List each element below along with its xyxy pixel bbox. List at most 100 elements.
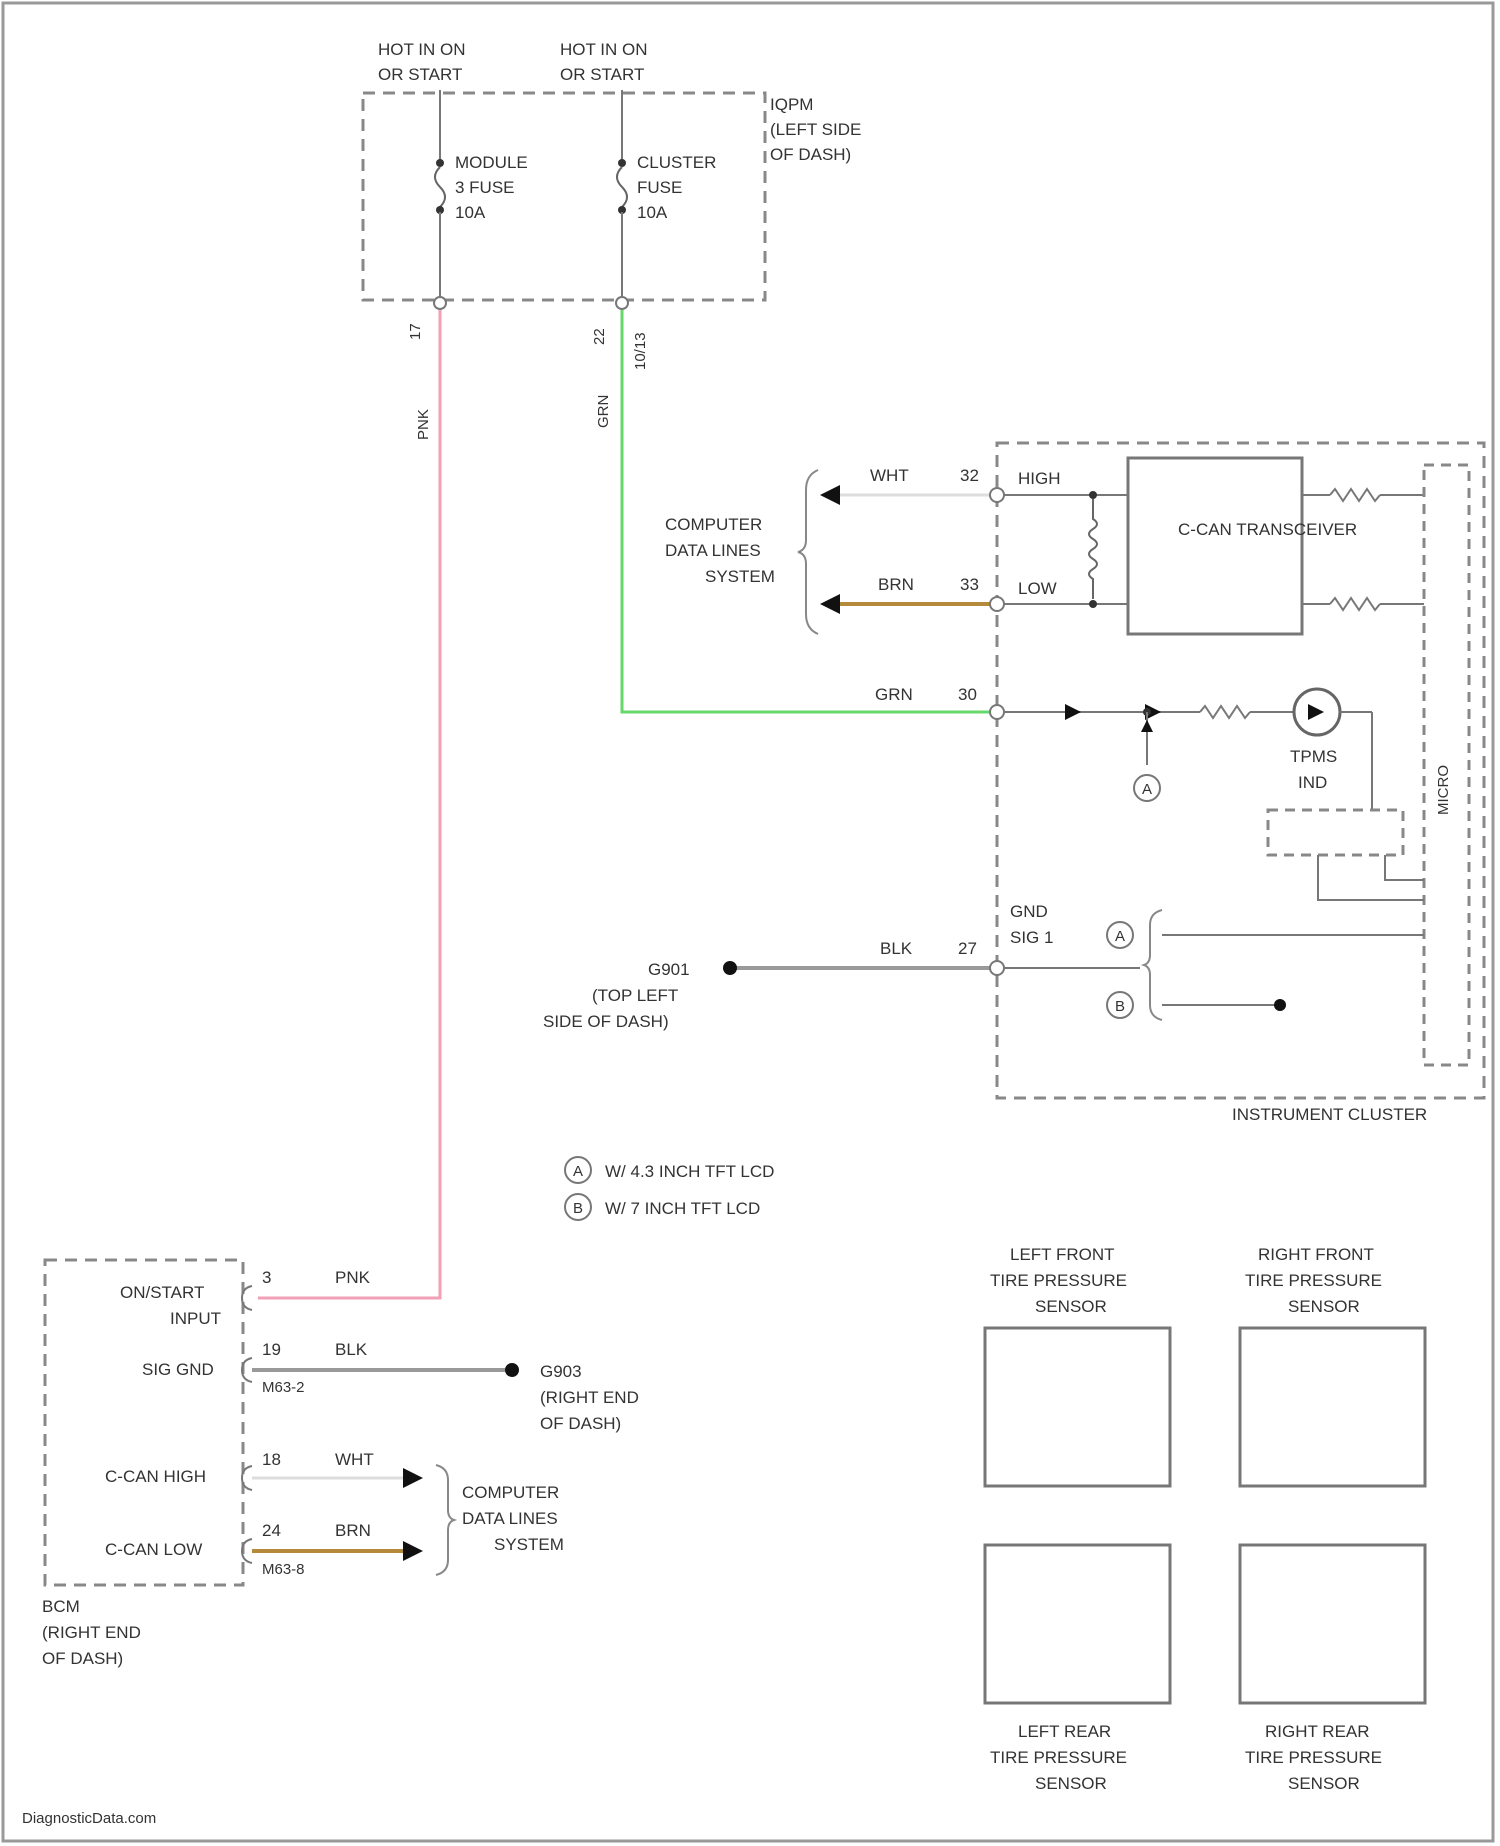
data-lines-top-brace <box>798 470 818 634</box>
fuse2-symbol <box>617 167 627 207</box>
ipdm-feed2-line2: OR START <box>560 65 644 84</box>
data-lines-bottom-line3: SYSTEM <box>494 1535 564 1554</box>
legend: A W/ 4.3 INCH TFT LCD B W/ 7 INCH TFT LC… <box>565 1157 774 1220</box>
micro-dashed-box <box>1424 465 1469 1065</box>
ipdm-pin2-sub-label: 10/13 <box>632 332 649 370</box>
data-lines-top-line3: SYSTEM <box>705 567 775 586</box>
fuse1-label-line3: 10A <box>455 203 486 222</box>
gnd-option-b-dot <box>1274 999 1286 1011</box>
tpms-driver-box <box>1268 810 1403 855</box>
tpms-label-line2: IND <box>1298 773 1327 792</box>
rr-sensor-box <box>1240 1545 1425 1703</box>
bcm-onstart-pin: 3 <box>262 1268 271 1287</box>
blk-top-pin: 27 <box>958 939 977 958</box>
ipdm-pin1-connector <box>434 297 446 309</box>
g903-label-line2: (RIGHT END <box>540 1388 639 1407</box>
g901-ground-dot <box>723 961 737 975</box>
tpms-resistor <box>1200 706 1250 718</box>
cluster-pin-32 <box>990 488 1004 502</box>
bcm-onstart-wire: PNK <box>335 1268 371 1287</box>
fuse1-label-line2: 3 FUSE <box>455 178 515 197</box>
fuse1-symbol <box>435 167 445 207</box>
bcm-title-line1: BCM <box>42 1597 80 1616</box>
bcm-block: BCM (RIGHT END OF DASH) ON/START INPUT 3… <box>42 1260 519 1668</box>
bcm-ccan-high-connector <box>242 1466 252 1490</box>
wht-top-arrow <box>820 485 840 505</box>
grn-horizontal-pin: 30 <box>958 685 977 704</box>
ipdm-block: HOT IN ON OR START HOT IN ON OR START IQ… <box>363 40 861 370</box>
bcm-onstart-line2: INPUT <box>170 1309 221 1328</box>
legend-a-text: W/ 4.3 INCH TFT LCD <box>605 1162 774 1181</box>
cluster-pin-33 <box>990 597 1004 611</box>
fuse2-label-line2: FUSE <box>637 178 682 197</box>
g901-label-line2: (TOP LEFT <box>592 986 678 1005</box>
fuse2-top-dot <box>618 159 626 167</box>
fuse1-top-dot <box>436 159 444 167</box>
data-lines-bottom-line2: DATA LINES <box>462 1509 558 1528</box>
data-lines-top: COMPUTER DATA LINES SYSTEM <box>665 470 818 634</box>
rf-sensor-line2: TIRE PRESSURE <box>1245 1271 1382 1290</box>
bcm-ccan-low-wire: BRN <box>335 1521 371 1540</box>
data-lines-bottom-brace <box>436 1465 454 1575</box>
gnd-label-line2: SIG 1 <box>1010 928 1053 947</box>
data-lines-bottom-line1: COMPUTER <box>462 1483 559 1502</box>
xcvr-high-resistor <box>1330 489 1380 501</box>
bcm-title-line3: OF DASH) <box>42 1649 123 1668</box>
cluster-pin-27 <box>990 961 1004 975</box>
g903-label-line1: G903 <box>540 1362 582 1381</box>
ipdm-title-line2: (LEFT SIDE <box>770 120 861 139</box>
g901-label-line1: G901 <box>648 960 690 979</box>
brn-top-arrow <box>820 594 840 614</box>
ipdm-title-line1: IQPM <box>770 95 813 114</box>
cluster-low-label: LOW <box>1018 579 1057 598</box>
blk-top-label: BLK <box>880 939 913 958</box>
bcm-ccan-low-pin: 24 <box>262 1521 281 1540</box>
rf-sensor-box <box>1240 1328 1425 1486</box>
bcm-ccan-high-wire: WHT <box>335 1450 374 1469</box>
legend-a-symbol: A <box>573 1163 583 1180</box>
cluster-pin-30 <box>990 705 1004 719</box>
low-node <box>1089 600 1097 608</box>
cluster-high-label: HIGH <box>1018 469 1061 488</box>
rr-sensor-line1: RIGHT REAR <box>1265 1722 1370 1741</box>
driver-to-micro-1 <box>1385 855 1424 880</box>
brn-top-pin: 33 <box>960 575 979 594</box>
ground-g903: G903 (RIGHT END OF DASH) <box>540 1362 639 1433</box>
termination-resistor <box>1089 499 1097 599</box>
xcvr-low-resistor <box>1330 598 1380 610</box>
lr-sensor-line2: TIRE PRESSURE <box>990 1748 1127 1767</box>
fuse1-label-line1: MODULE <box>455 153 528 172</box>
legend-b-text: W/ 7 INCH TFT LCD <box>605 1199 760 1218</box>
ipdm-feed1-line2: OR START <box>378 65 462 84</box>
bcm-onstart-line1: ON/START <box>120 1283 204 1302</box>
bcm-sig-gnd-wire: BLK <box>335 1340 368 1359</box>
rr-sensor-line3: SENSOR <box>1288 1774 1360 1793</box>
gnd-label-line1: GND <box>1010 902 1048 921</box>
pink-wire-label: PNK <box>415 409 432 440</box>
lr-sensor-box <box>985 1545 1170 1703</box>
grn-horizontal-label: GRN <box>875 685 913 704</box>
bcm-ccan-low-conn: M63-8 <box>262 1561 305 1578</box>
cluster-label: INSTRUMENT CLUSTER <box>1232 1105 1427 1124</box>
bcm-ccan-high-arrow <box>403 1468 423 1488</box>
bcm-onstart-connector <box>242 1286 252 1310</box>
high-node <box>1089 491 1097 499</box>
lf-sensor-line1: LEFT FRONT <box>1010 1245 1115 1264</box>
ipdm-pin1-label: 17 <box>407 323 424 340</box>
bcm-sig-gnd-conn: M63-2 <box>262 1379 305 1396</box>
ccan-transceiver-label: C-CAN TRANSCEIVER <box>1178 520 1357 539</box>
data-lines-top-line1: COMPUTER <box>665 515 762 534</box>
fuse2-label-line1: CLUSTER <box>637 153 716 172</box>
pink-wire <box>258 310 440 1298</box>
rr-sensor-line2: TIRE PRESSURE <box>1245 1748 1382 1767</box>
g901-label-line3: SIDE OF DASH) <box>543 1012 669 1031</box>
bcm-sig-gnd-pin: 19 <box>262 1340 281 1359</box>
ipdm-feed1-line1: HOT IN ON <box>378 40 466 59</box>
green-wire-label: GRN <box>595 395 612 428</box>
bcm-ccan-low-arrow <box>403 1541 423 1561</box>
micro-label: MICRO <box>1435 765 1452 815</box>
wires: PNK GRN GRN 30 WHT 32 BRN 33 BLK 27 <box>258 310 990 1298</box>
bcm-ccan-low: C-CAN LOW <box>105 1540 202 1559</box>
g903-label-line3: OF DASH) <box>540 1414 621 1433</box>
